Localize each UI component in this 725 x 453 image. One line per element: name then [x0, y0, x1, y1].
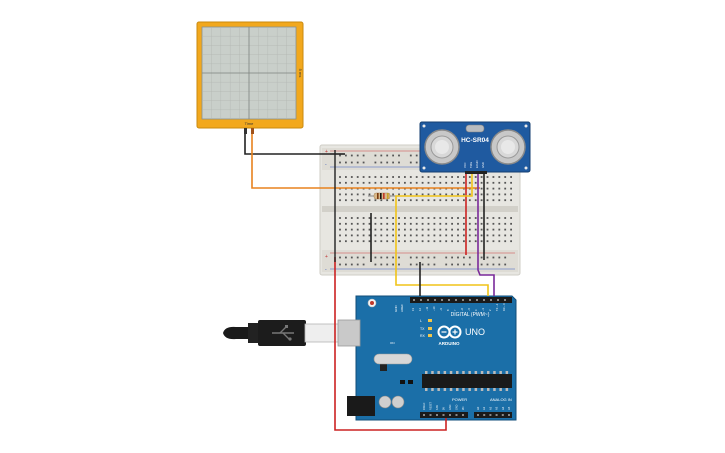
atmega-chip	[422, 374, 512, 388]
analog-pin-label: A1	[482, 406, 486, 410]
rail-mark-plus-bottom: +	[325, 254, 328, 260]
breadboard-center-channel	[322, 206, 518, 212]
digital-pin-label: TX→1	[495, 303, 499, 311]
digital-pin-label: ~11	[425, 306, 429, 311]
power-header-label: POWER	[452, 397, 467, 402]
analog-header-label: ANALOG IN	[490, 397, 512, 402]
led-tx-label: TX	[420, 327, 425, 331]
digital-pin-label: 4	[474, 309, 478, 311]
rail-mark-minus-top: -	[325, 162, 327, 168]
oscilloscope-axis-label: Time	[245, 121, 255, 126]
wire-5v[interactable]	[334, 257, 447, 431]
wire-scope-signal[interactable]	[251, 134, 480, 189]
usb-cable[interactable]	[223, 319, 361, 347]
digital-pin-label: ~9	[439, 307, 443, 311]
digital-pin-label: 13	[411, 308, 415, 311]
digital-pin-label: 8	[446, 309, 450, 311]
wires	[244, 134, 495, 431]
led-tx	[428, 327, 432, 330]
capacitor-2	[391, 395, 405, 409]
power-pin-label: 3.3V	[436, 405, 439, 410]
transducer-right	[490, 129, 526, 165]
power-pin-label: Vin	[462, 406, 465, 410]
sensor-pin-header	[465, 171, 487, 174]
wire-trig[interactable]	[395, 174, 489, 296]
resistor[interactable]	[368, 192, 396, 200]
ultrasonic-sensor[interactable]: HC-SR04 VCC TRIG ECHO GND	[419, 121, 531, 174]
power-pin-label: GND	[449, 404, 452, 410]
usb-port	[337, 319, 361, 347]
aref-label: AREF	[400, 304, 404, 312]
usb-icon	[272, 325, 294, 341]
digital-pin-label: 7	[453, 309, 457, 311]
power-pin-label: 5V	[443, 407, 446, 410]
gnd-label-top: GND	[394, 305, 398, 313]
power-pin-label: GND	[456, 404, 459, 410]
digital-header	[410, 297, 512, 303]
transducer-left	[424, 129, 460, 165]
sensor-model-label: HC-SR04	[461, 137, 489, 144]
rail-mark-plus-top: +	[325, 149, 328, 155]
crystal-oscillator	[465, 124, 485, 133]
sensor-pin-echo: ECHO	[475, 161, 479, 169]
analog-pin-label: A5	[507, 406, 511, 410]
led-rx-label: RX	[420, 334, 426, 338]
sensor-pin-gnd: GND	[481, 162, 485, 168]
digital-pin-label: ~10	[432, 306, 436, 311]
digital-pin-label: 2	[488, 309, 492, 311]
oscilloscope[interactable]: 5 ms Time	[196, 21, 304, 134]
rail-mark-minus-bottom: -	[325, 267, 327, 273]
digital-header-label: DIGITAL (PWM~)	[451, 312, 490, 318]
arduino-logo	[437, 325, 462, 339]
sensor-pin-trig: TRIG	[469, 162, 473, 168]
sensor-pin-vcc: VCC	[463, 162, 467, 168]
analog-pin-label: A4	[501, 406, 505, 410]
oscilloscope-probe-neg[interactable]	[244, 128, 247, 134]
led-l-label: L	[420, 319, 422, 323]
digital-pin-label: 12	[418, 308, 422, 311]
analog-header	[474, 412, 512, 418]
led-l	[428, 319, 432, 322]
wire-echo[interactable]	[477, 174, 495, 296]
arduino-model: UNO	[465, 327, 485, 337]
power-pin-label: RESET	[430, 401, 433, 410]
digital-pin-label: ~3	[481, 307, 485, 311]
capacitor-1	[378, 395, 392, 409]
digital-pin-label: RX←0	[502, 303, 506, 311]
voltage-regulator	[380, 364, 387, 371]
wire-scope-ground[interactable]	[244, 134, 330, 155]
digital-pin-label: ~6	[460, 307, 464, 311]
on-label: ON	[390, 341, 395, 345]
power-jack[interactable]	[347, 396, 375, 416]
led-rx	[428, 334, 432, 337]
power-pin-label: IOREF	[423, 402, 426, 410]
crystal	[373, 353, 413, 365]
digital-pin-label: ~5	[467, 307, 471, 311]
oscilloscope-time-scale: 5 ms	[298, 69, 303, 78]
analog-pin-label: A0	[476, 406, 480, 410]
analog-pin-label: A2	[488, 406, 492, 410]
oscilloscope-probe-pos[interactable]	[251, 128, 254, 134]
arduino-brand: ARDUINO	[439, 341, 460, 346]
analog-pin-label: A3	[495, 406, 499, 410]
